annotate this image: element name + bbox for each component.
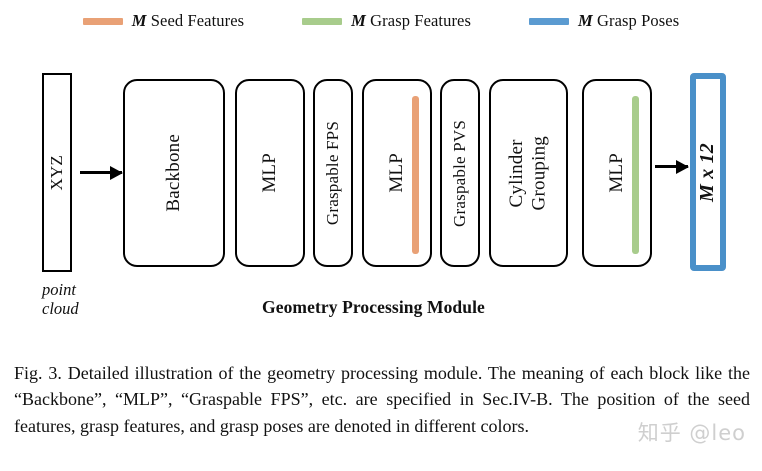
pipeline-block-backbone: Backbone <box>123 79 225 267</box>
legend-variable-m: M <box>131 11 147 30</box>
legend-item-grasp-poses: M Grasp Poses <box>529 11 679 31</box>
grasp-poses-color-swatch <box>529 17 569 25</box>
pipeline-block-mlp-1: MLP <box>235 79 305 267</box>
pipeline-block-mlp-3: MLP <box>582 79 652 267</box>
legend-label-seed-features: M Seed Features <box>132 11 244 31</box>
seed-features-color-swatch <box>82 17 123 25</box>
pipeline-block-label-mlp-2: MLP <box>385 153 407 193</box>
figure-caption: Fig. 3. Detailed illustration of the geo… <box>14 363 750 436</box>
legend-label-grasp-poses: M Grasp Poses <box>578 11 679 31</box>
legend-variable-m: M <box>351 11 366 30</box>
legend-label-grasp-features: M Grasp Features <box>351 11 471 31</box>
pipeline-block-label-output: M x 12 <box>696 142 719 202</box>
legend-text-grasp-poses: Grasp Poses <box>592 11 680 30</box>
legend-text-seed-features: Seed Features <box>146 11 245 30</box>
grasp-features-color-swatch <box>302 17 343 25</box>
pipeline-block-label-xyz: XYZ <box>46 154 66 191</box>
legend-variable-m: M <box>578 11 593 30</box>
seed-features-bar <box>412 96 419 254</box>
pipeline-block-output-grasp-poses: M x 12 <box>690 73 726 271</box>
arrow-mlp-to-output <box>655 165 688 168</box>
legend-text-grasp-features: Grasp Features <box>365 11 471 30</box>
arrow-xyz-to-backbone <box>80 171 122 174</box>
pipeline-block-label-graspable-fps: Graspable FPS <box>322 120 342 226</box>
pipeline-block-cylinder-grouping: Cylinder Grouping <box>489 79 568 267</box>
pipeline-block-label-graspable-pvs: Graspable PVS <box>449 119 469 227</box>
legend-item-grasp-features: M Grasp Features <box>302 11 471 31</box>
pipeline-block-graspable-fps: Graspable FPS <box>313 79 353 267</box>
legend: M Seed Features M Grasp Features M Grasp… <box>0 6 762 36</box>
pipeline-block-xyz: XYZ <box>42 73 72 272</box>
legend-item-seed-features: M Seed Features <box>82 11 244 31</box>
pipeline-diagram: XYZ point cloud Backbone MLP Graspable F… <box>0 0 762 345</box>
pipeline-block-graspable-pvs: Graspable PVS <box>440 79 480 267</box>
input-note-point-cloud: point cloud <box>42 280 79 318</box>
module-title: Geometry Processing Module <box>262 297 485 317</box>
pipeline-block-mlp-2: MLP <box>362 79 432 267</box>
pipeline-block-label-mlp-3: MLP <box>605 153 627 193</box>
pipeline-block-label-mlp-1: MLP <box>258 153 280 193</box>
grasp-features-bar <box>632 96 639 254</box>
pipeline-block-label-cylinder-grouping: Cylinder Grouping <box>506 135 550 211</box>
pipeline-block-label-backbone: Backbone <box>162 134 184 212</box>
